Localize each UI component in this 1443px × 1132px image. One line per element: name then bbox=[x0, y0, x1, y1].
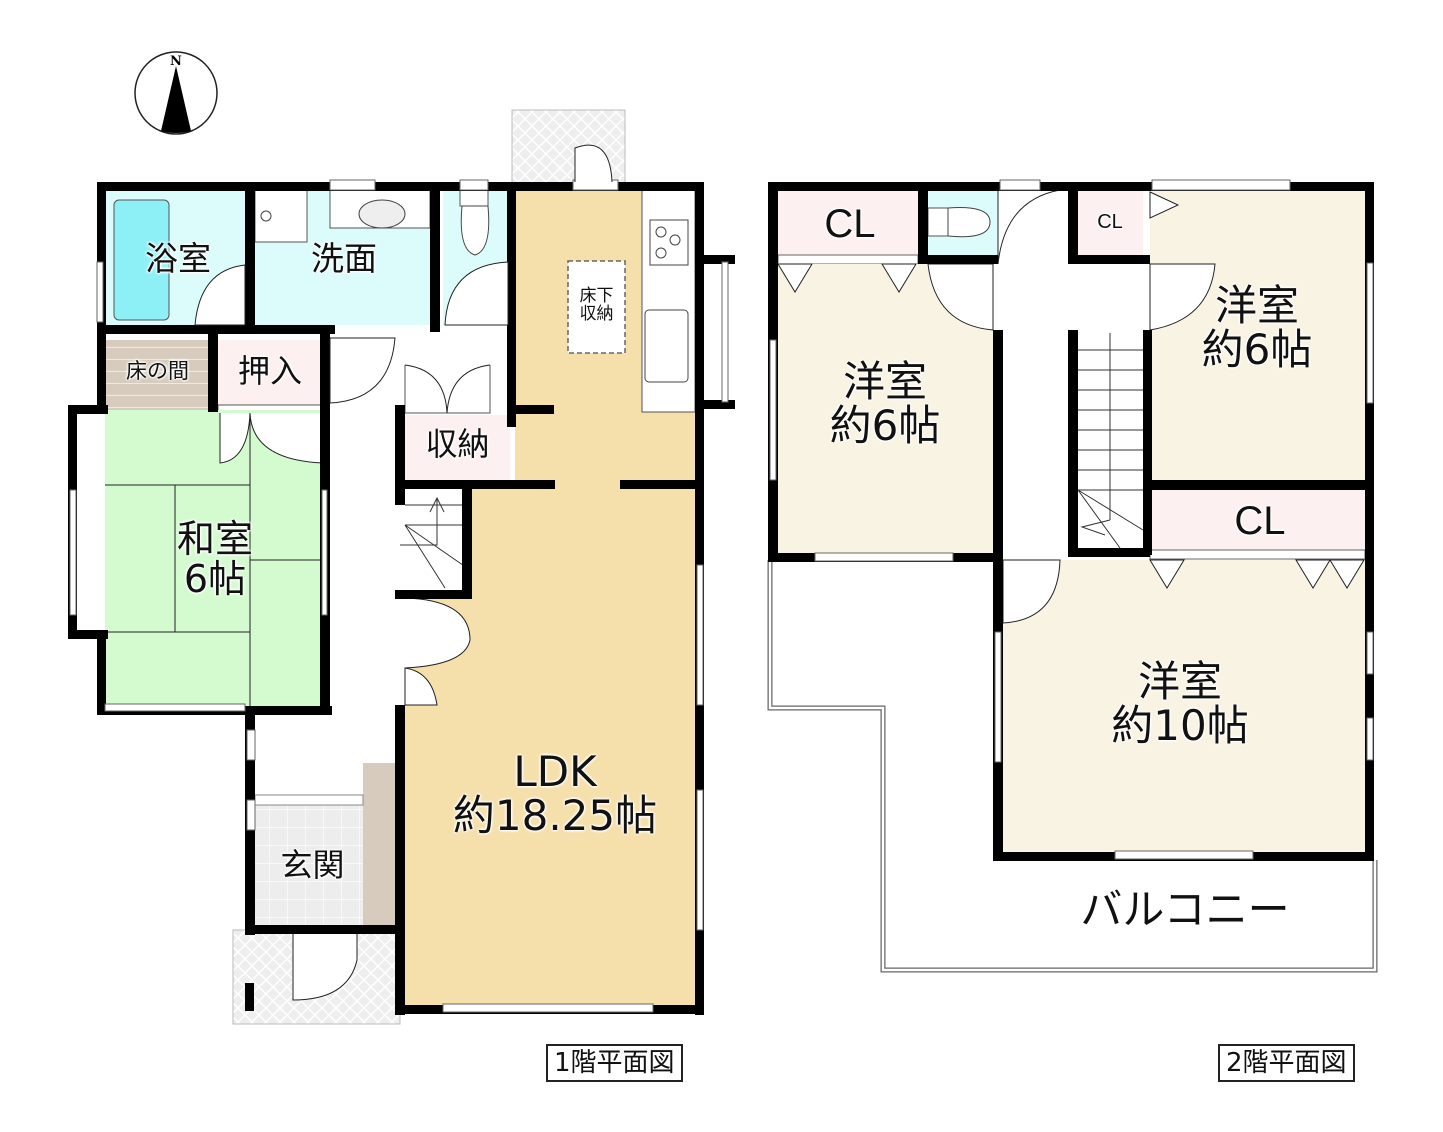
room-label-entrance: 玄関 bbox=[280, 846, 345, 884]
room-label-tokonoma: 床の間 bbox=[126, 359, 189, 383]
room-label-washitsu: 和室 6帖 bbox=[176, 517, 253, 601]
room-label-western-large: 洋室 約10帖 bbox=[1111, 657, 1249, 751]
room-label-storage: 収納 bbox=[425, 425, 490, 463]
balcony-label: バルコニー bbox=[1080, 885, 1290, 934]
room-label-oshiire: 押入 bbox=[237, 352, 302, 390]
room-label-western-left: 洋室 約6帖 bbox=[829, 357, 941, 451]
room-label-washroom: 洗面 bbox=[311, 239, 377, 278]
floor1-caption: 1階平面図 bbox=[546, 1044, 683, 1082]
north-compass-icon: N bbox=[134, 51, 218, 135]
room-label-ldk: LDK 約18.25帖 bbox=[452, 747, 658, 841]
svg-text:N: N bbox=[170, 54, 182, 69]
closet-label-top-left: CL bbox=[824, 202, 876, 246]
room-label-western-right: 洋室 約6帖 bbox=[1201, 281, 1313, 375]
room-label-bath: 浴室 bbox=[145, 239, 211, 278]
closet-label-right: CL bbox=[1234, 499, 1286, 543]
room-label-underfloor-storage: 床下 収納 bbox=[579, 286, 614, 324]
closet-label-small: CL bbox=[1097, 211, 1123, 233]
floor2-caption: 2階平面図 bbox=[1218, 1044, 1355, 1082]
